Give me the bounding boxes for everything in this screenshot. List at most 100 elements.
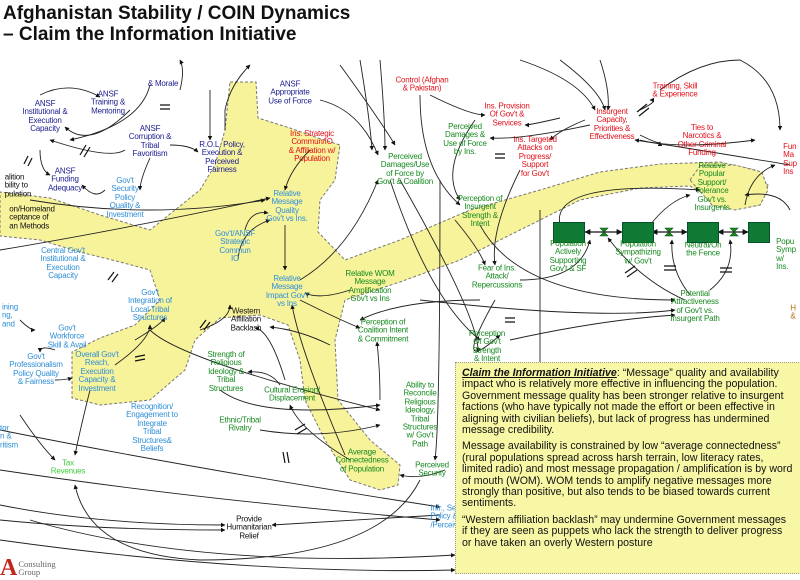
stock-population-supporting-govt xyxy=(553,222,585,243)
stock-neutral xyxy=(687,222,719,243)
link-arrow xyxy=(224,64,251,130)
link-arrow xyxy=(64,109,131,136)
link-arrow xyxy=(473,299,501,352)
link-arrow xyxy=(39,87,101,98)
link-arrow xyxy=(599,59,611,111)
delay-mark-icon xyxy=(23,155,33,167)
link-arrow xyxy=(37,347,56,353)
link-arrow xyxy=(0,429,441,509)
link-arrow xyxy=(49,139,126,154)
link-arrow xyxy=(639,97,655,111)
link-arrow xyxy=(269,325,331,346)
link-arrow xyxy=(81,184,106,195)
node-funding-support: Fun Ma Sup Ins xyxy=(783,142,797,177)
delay-mark-icon xyxy=(107,271,119,283)
link-arrow xyxy=(319,99,379,156)
node-potential-attractiveness: Potential Attractiveness of Gov't vs. In… xyxy=(670,289,720,324)
delay-mark-icon xyxy=(199,319,211,331)
explanation-paragraph: Message availability is constrained by l… xyxy=(462,440,793,510)
link-arrow xyxy=(137,157,151,191)
node-relative-message-impact: Relative Message Impact Gov't vs Ins xyxy=(265,274,309,309)
node-overall-govt-reach: Overall Gov't Reach, Execution Capacity … xyxy=(75,349,119,393)
node-ins-targeted-attacks: Ins. Targeted Attacks on Progress/ Suppo… xyxy=(513,134,557,178)
node-tax-revenues: Tax Revenues xyxy=(50,458,86,476)
node-ansf-funding: ANSF Funding Adequacy xyxy=(48,166,82,193)
slide-title: Afghanistan Stability / COIN Dynamics – … xyxy=(3,3,351,45)
link-arrow xyxy=(634,138,791,166)
link-arrow xyxy=(73,389,91,456)
link-arrow xyxy=(290,304,346,456)
link-arrow xyxy=(559,59,607,111)
link-arrow xyxy=(389,179,481,341)
link-arrow xyxy=(379,59,388,151)
node-homeland-acceptance: on/Homeland ceptance of an Methods xyxy=(9,204,55,231)
company-logo: A Consulting Group xyxy=(0,556,56,580)
node-partial-right: H & xyxy=(790,303,796,321)
link-arrow xyxy=(39,149,51,176)
link-arrow xyxy=(399,469,446,479)
link-arrow xyxy=(399,179,481,353)
node-ability-to-reconcile: Ability to Reconcile Religious Ideology,… xyxy=(402,380,438,449)
node-perceived-security: Perceived Security xyxy=(415,460,449,478)
node-relative-message-quality: Relative Message Quality Gov't vs Ins. xyxy=(266,189,308,224)
node-govt-integration-tribal: Gov't Integration of Local Tribal Struct… xyxy=(128,288,172,323)
link-arrow xyxy=(519,59,596,111)
link-arrow xyxy=(0,504,226,528)
node-recognition-engagement: Recognition/ Engagement to Integrate Tri… xyxy=(126,401,178,453)
link-arrow xyxy=(649,193,691,226)
delay-mark-icon xyxy=(720,267,732,273)
link-arrow xyxy=(0,519,226,533)
link-arrow xyxy=(359,299,481,321)
link-arrow xyxy=(558,187,701,226)
node-cultural-erosion: Cultural Erosion/ Displacement xyxy=(264,385,320,403)
link-arrow xyxy=(669,239,691,296)
valve-icon xyxy=(599,227,609,237)
node-control-afghan-pakistan: Control (Afghan & Pakistan) xyxy=(395,75,449,93)
link-arrow xyxy=(289,404,351,461)
explanation-text: : “Message” quality and availability imp… xyxy=(462,367,784,437)
link-arrow xyxy=(519,239,592,281)
link-arrow xyxy=(271,514,441,528)
node-coalition-ability: alition bility to pulation xyxy=(4,172,32,199)
node-population-sympathizing-ins: Popu Symp w/ Ins. xyxy=(776,237,796,272)
logo-mark: A xyxy=(0,555,18,580)
delay-mark-icon xyxy=(134,354,146,362)
link-arrow xyxy=(299,179,379,281)
link-arrow xyxy=(169,144,199,153)
node-govt-security-policy: Gov't Security Policy Quality & Investme… xyxy=(106,175,144,219)
link-arrow xyxy=(244,210,269,231)
delay-mark-icon xyxy=(160,104,170,110)
node-morale: & Morale xyxy=(147,78,179,88)
node-favoritism-partial: tor n & ritism xyxy=(0,423,18,450)
link-arrow xyxy=(744,192,791,211)
link-arrow xyxy=(29,519,456,559)
node-ethnic-tribal-rivalry: Ethnic/Tribal Rivalry xyxy=(219,415,261,433)
link-arrow xyxy=(219,389,381,411)
link-arrow xyxy=(0,196,271,251)
explanation-textbox: Claim the Information Initiative: “Messa… xyxy=(455,362,800,574)
link-arrow xyxy=(659,59,783,131)
node-govt-strategic-commun: Gov't/ANSF Strategic Commun IO xyxy=(215,229,255,264)
link-arrow xyxy=(452,119,476,201)
link-arrow xyxy=(134,317,166,341)
node-average-connectedness: Average Connectedness of Population xyxy=(335,447,389,474)
delay-mark-icon xyxy=(282,451,290,464)
node-population-sympathizing: Population Sympathizing w/ Gov't xyxy=(615,239,661,266)
link-arrow xyxy=(0,539,456,573)
highlight-region xyxy=(0,81,769,491)
link-arrow xyxy=(524,117,561,128)
node-strength-religious-ideology: Strength of Religious Ideology & Tribal … xyxy=(207,349,245,393)
explanation-paragraph: Claim the Information Initiative: “Messa… xyxy=(462,367,794,437)
node-govt-professionalism: Gov't Professionalism Policy Quality & F… xyxy=(9,352,63,387)
delay-mark-icon xyxy=(636,103,650,117)
link-arrow xyxy=(254,326,286,381)
link-arrow xyxy=(339,64,396,146)
node-training-skill: Training, Skill & Experience xyxy=(652,81,698,99)
link-arrow xyxy=(69,84,151,142)
link-arrow xyxy=(304,289,351,297)
node-neutral-on-fence: Neutral/On the Fence xyxy=(684,240,722,258)
node-relative-popular-support: Relative Popular Support/ Tolerance Gov'… xyxy=(694,160,730,212)
delay-mark-icon xyxy=(294,423,308,435)
node-ties-to-narcotics: Ties to Narcotics & Other Criminal Fundi… xyxy=(677,123,727,158)
